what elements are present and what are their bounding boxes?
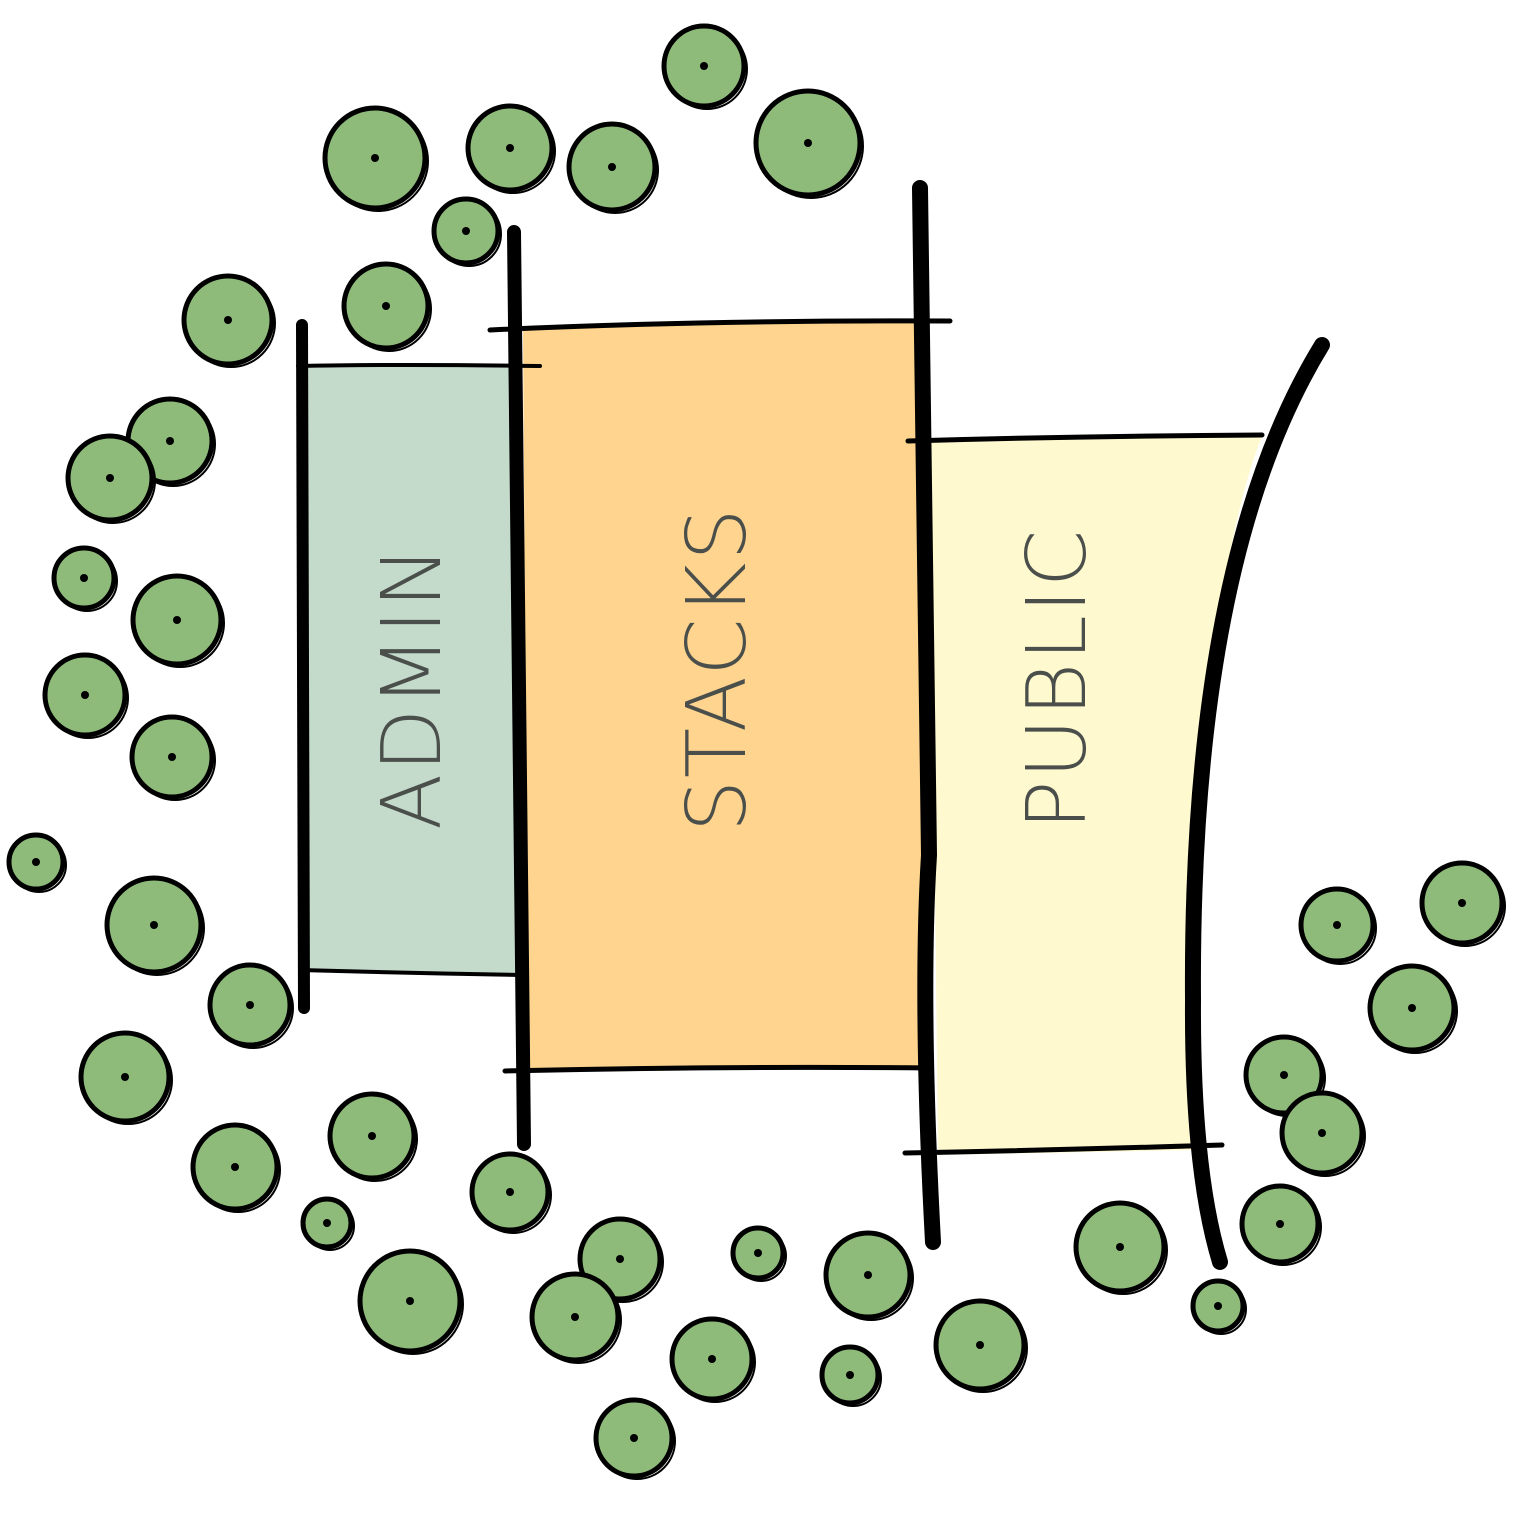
public-curved-wall <box>1184 337 1330 1270</box>
tree-icon <box>322 105 429 212</box>
tree-icon <box>1298 886 1377 965</box>
zone-labels: ADMIN STACKS PUBLIC <box>365 506 1105 832</box>
tree-icon <box>823 1230 914 1321</box>
tree-icon <box>1419 860 1506 947</box>
tree-icon <box>130 573 225 668</box>
stacks-public-wall <box>912 180 941 1250</box>
admin-stacks-wall <box>507 225 531 1151</box>
tree-icon <box>730 1225 787 1282</box>
public-zone <box>930 436 1262 1155</box>
tree-icon <box>529 1271 622 1364</box>
tree-icon <box>300 1196 355 1251</box>
tree-icon <box>753 88 864 199</box>
tree-icon <box>1243 1034 1326 1117</box>
tree-icon <box>469 1151 552 1234</box>
tree-icon <box>1073 1200 1168 1295</box>
tree-icon <box>78 1030 173 1125</box>
tree-icon <box>465 103 556 194</box>
zone-fills <box>300 322 1262 1155</box>
trees-group <box>6 23 1506 1480</box>
tree-icon <box>566 121 659 214</box>
stacks-label: STACKS <box>670 506 765 832</box>
tree-icon <box>51 545 118 612</box>
tree-icon <box>819 1344 882 1407</box>
public-label: PUBLIC <box>1010 528 1105 830</box>
zone-outlines <box>296 180 1330 1270</box>
admin-zone <box>300 364 520 975</box>
stacks-zone <box>523 322 925 1068</box>
tree-icon <box>933 1298 1028 1393</box>
tree-icon <box>129 714 216 801</box>
tree-icon <box>6 832 67 893</box>
tree-icon <box>327 1091 418 1182</box>
tree-icon <box>661 23 748 110</box>
tree-icon <box>207 962 294 1049</box>
tree-icon <box>181 273 276 368</box>
tree-icon <box>1367 963 1458 1054</box>
tree-icon <box>357 1248 464 1355</box>
tree-icon <box>1279 1090 1366 1177</box>
tree-icon <box>593 1397 676 1480</box>
tree-icon <box>42 652 129 739</box>
admin-west-wall <box>296 319 310 1014</box>
tree-icon <box>1190 1278 1247 1335</box>
tree-icon <box>190 1122 281 1213</box>
tree-icon <box>104 875 205 976</box>
tree-icon <box>341 261 432 352</box>
admin-label: ADMIN <box>365 544 460 830</box>
tree-icon <box>1239 1183 1322 1266</box>
tree-icon <box>65 433 156 524</box>
tree-icon <box>431 196 502 267</box>
tree-icon <box>669 1316 756 1403</box>
